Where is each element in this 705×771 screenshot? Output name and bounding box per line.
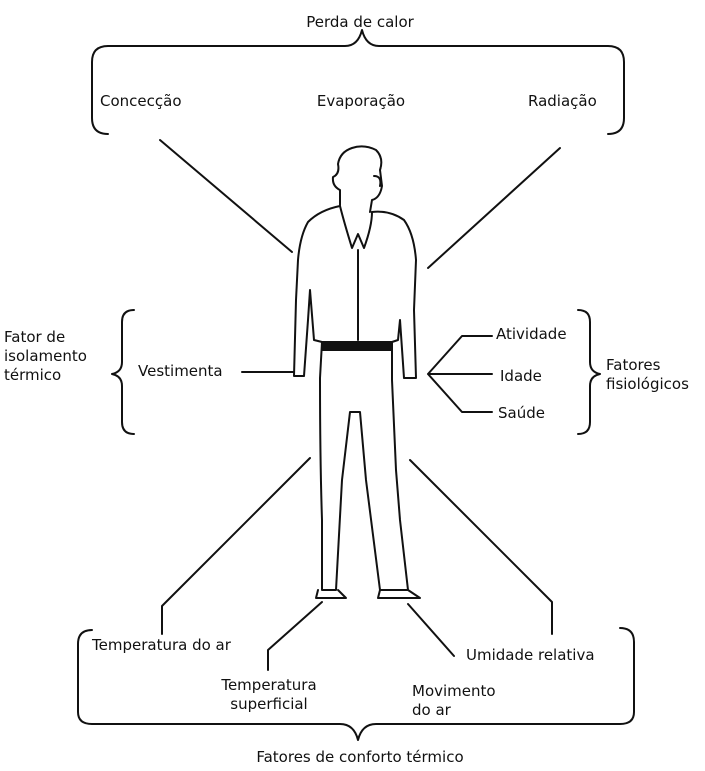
label-radiation: Radiação [528, 92, 597, 110]
insulation-factor-label: Fator de isolamento térmico [4, 328, 87, 385]
head [331, 145, 383, 213]
label-air-movement: Movimento do ar [412, 682, 496, 720]
humidity-line [409, 459, 553, 635]
ear [373, 175, 382, 187]
body [293, 205, 417, 591]
physiological-line-2: fisiológicos [606, 375, 689, 393]
air-movement-line [407, 603, 455, 657]
convection-line [159, 139, 293, 253]
radiation-line [427, 147, 561, 269]
comfort-brace [77, 627, 635, 741]
physiological-line-1: Fatores [606, 356, 661, 374]
collar [339, 205, 373, 249]
label-convection: Concecção [100, 92, 182, 110]
belt [322, 341, 392, 351]
label-surface-temperature: Temperatura superficial [210, 676, 328, 714]
heat-loss-title: Perda de calor [306, 13, 414, 31]
insulation-line-2: isolamento [4, 347, 87, 365]
physiological-brace [577, 309, 601, 435]
air-movement-line-2: do ar [412, 701, 451, 719]
physiological-fork [427, 335, 493, 413]
insulation-line-3: térmico [4, 366, 62, 384]
comfort-factors-title: Fatores de conforto térmico [256, 748, 464, 766]
label-activity: Atividade [496, 325, 567, 343]
surface-temp-line-2: superficial [230, 695, 308, 713]
label-relative-humidity: Umidade relativa [466, 646, 595, 664]
air-movement-line-1: Movimento [412, 682, 496, 700]
label-air-temperature: Temperatura do ar [92, 636, 231, 654]
label-clothing: Vestimenta [138, 362, 223, 380]
insulation-line-1: Fator de [4, 328, 66, 346]
right-shoe [377, 589, 421, 599]
surface-temperature-line [267, 601, 323, 671]
person-figure [293, 145, 421, 599]
air-temperature-line [161, 457, 311, 635]
label-health: Saúde [498, 404, 545, 422]
left-shoe [315, 589, 347, 599]
label-evaporation: Evaporação [316, 92, 406, 110]
heat-loss-brace [91, 29, 625, 135]
surface-temp-line-1: Temperatura [221, 676, 317, 694]
physiological-factors-label: Fatores fisiológicos [606, 356, 689, 394]
insulation-brace [111, 309, 135, 435]
label-age: Idade [500, 367, 542, 385]
